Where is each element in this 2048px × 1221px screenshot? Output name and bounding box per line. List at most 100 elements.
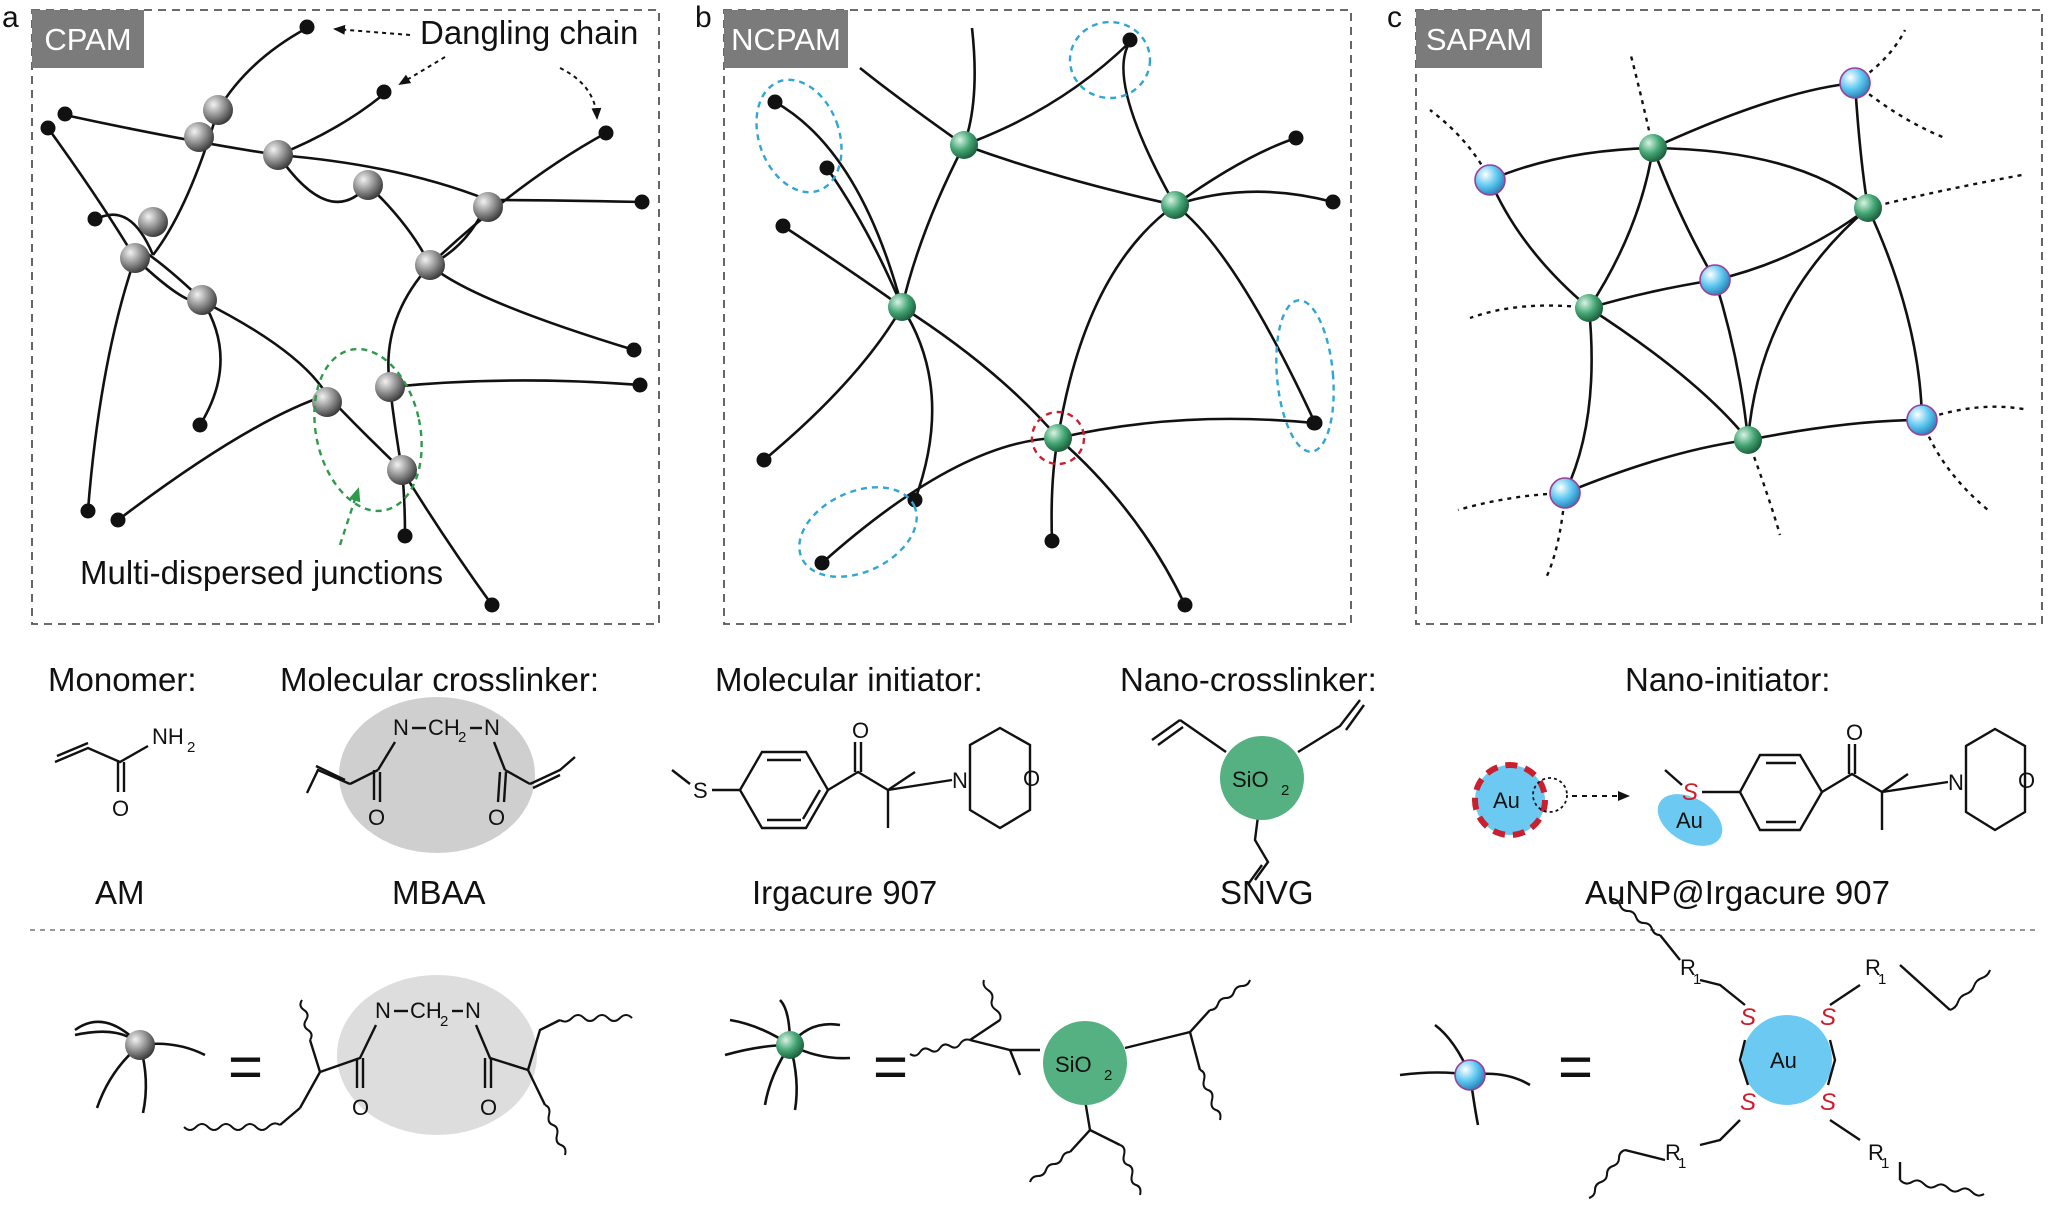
svg-text:2: 2	[1281, 782, 1289, 799]
gray-node-symbol	[74, 1020, 206, 1114]
svg-text:O: O	[2018, 768, 2035, 793]
svg-text:1: 1	[1878, 971, 1886, 988]
irgacure-name: Irgacure 907	[752, 874, 937, 911]
irgacure-structure: S O N O	[671, 718, 1040, 830]
arrow-icon	[333, 24, 411, 36]
monomer-heading: Monomer:	[48, 661, 197, 698]
svg-text:N: N	[375, 998, 391, 1023]
ncpam-junctions	[888, 131, 1189, 452]
equals-2: =	[873, 1033, 908, 1100]
snvg-structure: SiO 2	[1151, 699, 1365, 884]
cpam-chains	[46, 26, 643, 606]
panel-frame-a	[31, 9, 660, 625]
panel-title-ncpam: NCPAM	[731, 22, 841, 57]
junction-highlight-ellipse	[313, 347, 423, 513]
panel-tag-b	[724, 10, 848, 68]
svg-text:O: O	[112, 796, 129, 821]
snvg-name: SNVG	[1220, 874, 1314, 911]
svg-text:SiO: SiO	[1232, 767, 1269, 792]
svg-text:R: R	[1868, 1140, 1884, 1165]
snvg-crosslink-expanded: SiO 2	[909, 979, 1251, 1196]
panel-letter-a: a	[2, 1, 19, 34]
panel-title-cpam: CPAM	[44, 22, 131, 57]
mbaa-structure: N CH 2 N O O	[305, 697, 576, 853]
svg-text:S: S	[693, 778, 708, 803]
aunp-irgacure-structure: Au Au S O N O	[1472, 720, 2035, 846]
svg-text:N: N	[465, 998, 481, 1023]
svg-text:S: S	[1740, 1089, 1756, 1116]
svg-text:S: S	[1682, 779, 1698, 806]
svg-text:O: O	[368, 805, 385, 830]
svg-text:O: O	[480, 1095, 497, 1120]
equals-1: =	[228, 1033, 263, 1100]
svg-text:O: O	[1846, 720, 1863, 745]
cpam-junctions	[120, 95, 503, 485]
panel-letter-b: b	[695, 1, 712, 34]
panel-frame-c	[1415, 9, 2043, 625]
svg-text:SiO: SiO	[1055, 1052, 1092, 1077]
svg-text:S: S	[1820, 1089, 1836, 1116]
dangling-chain-label: Dangling chain	[420, 14, 638, 51]
ncpam-chains	[763, 27, 1334, 606]
am-structure: O NH 2	[54, 724, 195, 821]
svg-text:1: 1	[1881, 1155, 1889, 1172]
reagents-row: Monomer: Molecular crosslinker: Molecula…	[48, 661, 2035, 911]
molecular-crosslinker-heading: Molecular crosslinker:	[280, 661, 599, 698]
molecular-initiator-heading: Molecular initiator:	[715, 661, 983, 698]
svg-text:N: N	[952, 768, 968, 793]
panel-c: c SAPAM	[1387, 1, 2043, 625]
blue-node-symbol	[1399, 1023, 1531, 1126]
aunp-irgacure-name: AuNP@Irgacure 907	[1585, 874, 1890, 911]
panel-a: a CPAM	[2, 1, 660, 625]
svg-text:NH: NH	[152, 724, 184, 749]
svg-text:Au: Au	[1493, 788, 1520, 813]
ncpam-dangling-ends	[756, 32, 1341, 613]
arrow-icon	[398, 56, 446, 86]
multi-dispersed-label: Multi-dispersed junctions	[80, 554, 443, 591]
svg-text:2: 2	[458, 729, 466, 746]
nano-crosslinker-heading: Nano-crosslinker:	[1120, 661, 1377, 698]
svg-text:O: O	[488, 805, 505, 830]
svg-text:N: N	[484, 715, 500, 740]
svg-text:1: 1	[1678, 1155, 1686, 1172]
panel-tag-a	[32, 10, 144, 68]
svg-text:1: 1	[1693, 971, 1701, 988]
panel-tag-c	[1416, 10, 1542, 68]
svg-text:Au: Au	[1770, 1048, 1797, 1073]
svg-text:CH: CH	[428, 715, 460, 740]
nano-initiator-heading: Nano-initiator:	[1625, 661, 1830, 698]
svg-text:S: S	[1740, 1004, 1756, 1031]
sapam-junctions	[1474, 67, 1938, 509]
sapam-chains	[1488, 81, 1924, 495]
svg-text:R: R	[1680, 955, 1696, 980]
svg-text:O: O	[852, 718, 869, 743]
sapam-dangling-chains	[1429, 29, 2029, 581]
equivalence-row: = N CH 2 N O O	[74, 898, 1991, 1199]
green-node-symbol	[724, 999, 851, 1111]
svg-text:CH: CH	[410, 998, 442, 1023]
svg-text:2: 2	[1104, 1067, 1112, 1084]
arrow-icon	[338, 487, 361, 546]
svg-text:2: 2	[187, 739, 195, 756]
panel-letter-c: c	[1387, 1, 1402, 34]
panel-title-sapam: SAPAM	[1426, 22, 1532, 57]
svg-text:S: S	[1820, 1004, 1836, 1031]
svg-text:R: R	[1865, 955, 1881, 980]
am-name: AM	[95, 874, 145, 911]
aunp-thiol-expanded: Au S S S S R 1 R 1 R 1 R 1	[1588, 898, 1991, 1199]
mbaa-name: MBAA	[392, 874, 486, 911]
svg-text:R: R	[1665, 1140, 1681, 1165]
cpam-dangling-ends	[40, 19, 650, 613]
panel-frame-b	[723, 9, 1352, 625]
panel-b: b NCPAM	[695, 1, 1352, 625]
crosslink-node-icon	[203, 95, 233, 125]
mbaa-crosslink-expanded: N CH 2 N O O	[183, 975, 633, 1156]
svg-text:O: O	[1023, 766, 1040, 791]
equals-3: =	[1558, 1033, 1593, 1100]
svg-text:O: O	[352, 1095, 369, 1120]
svg-text:Au: Au	[1676, 808, 1703, 833]
svg-text:N: N	[393, 715, 409, 740]
svg-text:N: N	[1948, 770, 1964, 795]
arrow-icon	[559, 67, 602, 120]
